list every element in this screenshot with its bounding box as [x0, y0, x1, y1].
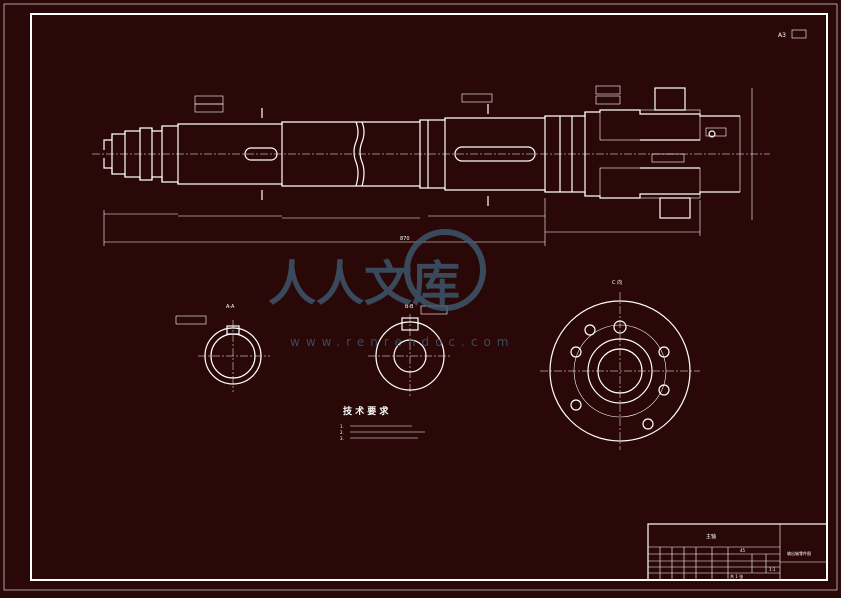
tech-note-2: 2. [340, 430, 344, 435]
overall-length-dimension: 870 [400, 236, 410, 242]
part-name: 主轴 [706, 533, 716, 540]
tech-note-1: 1. [340, 424, 344, 429]
title-block: 主轴 输出轴零件图 45 1:1 共 1 张 [647, 523, 828, 581]
section-a-label: A-A [226, 304, 235, 310]
sheet-count: 共 1 张 [730, 573, 743, 579]
technical-requirements: 技 术 要 求 1. 2. 3. [340, 405, 425, 441]
roughness-box [791, 29, 807, 39]
inner-frame [30, 13, 828, 581]
watermark: 人人文库 www.renrendoc.com [268, 229, 514, 349]
section-b-label: B-B [405, 304, 414, 310]
flange-view-c: C 向 [540, 279, 700, 450]
watermark-url: www.renrendoc.com [290, 335, 514, 349]
sheet-size-label: A3 [778, 32, 786, 39]
watermark-text: 人人文库 [268, 256, 460, 312]
tech-note-3: 3. [340, 436, 344, 441]
main-shaft-view: 870 [92, 85, 770, 246]
drawing-title: 输出轴零件图 [787, 550, 811, 556]
outer-frame [3, 3, 838, 591]
section-view-b: B-B [368, 304, 452, 398]
tech-title: 技 术 要 求 [343, 405, 389, 417]
section-view-a: A-A [175, 304, 270, 392]
view-c-label: C 向 [612, 279, 622, 286]
material-value: 45 [740, 548, 746, 553]
scale-value: 1:1 [769, 567, 776, 572]
